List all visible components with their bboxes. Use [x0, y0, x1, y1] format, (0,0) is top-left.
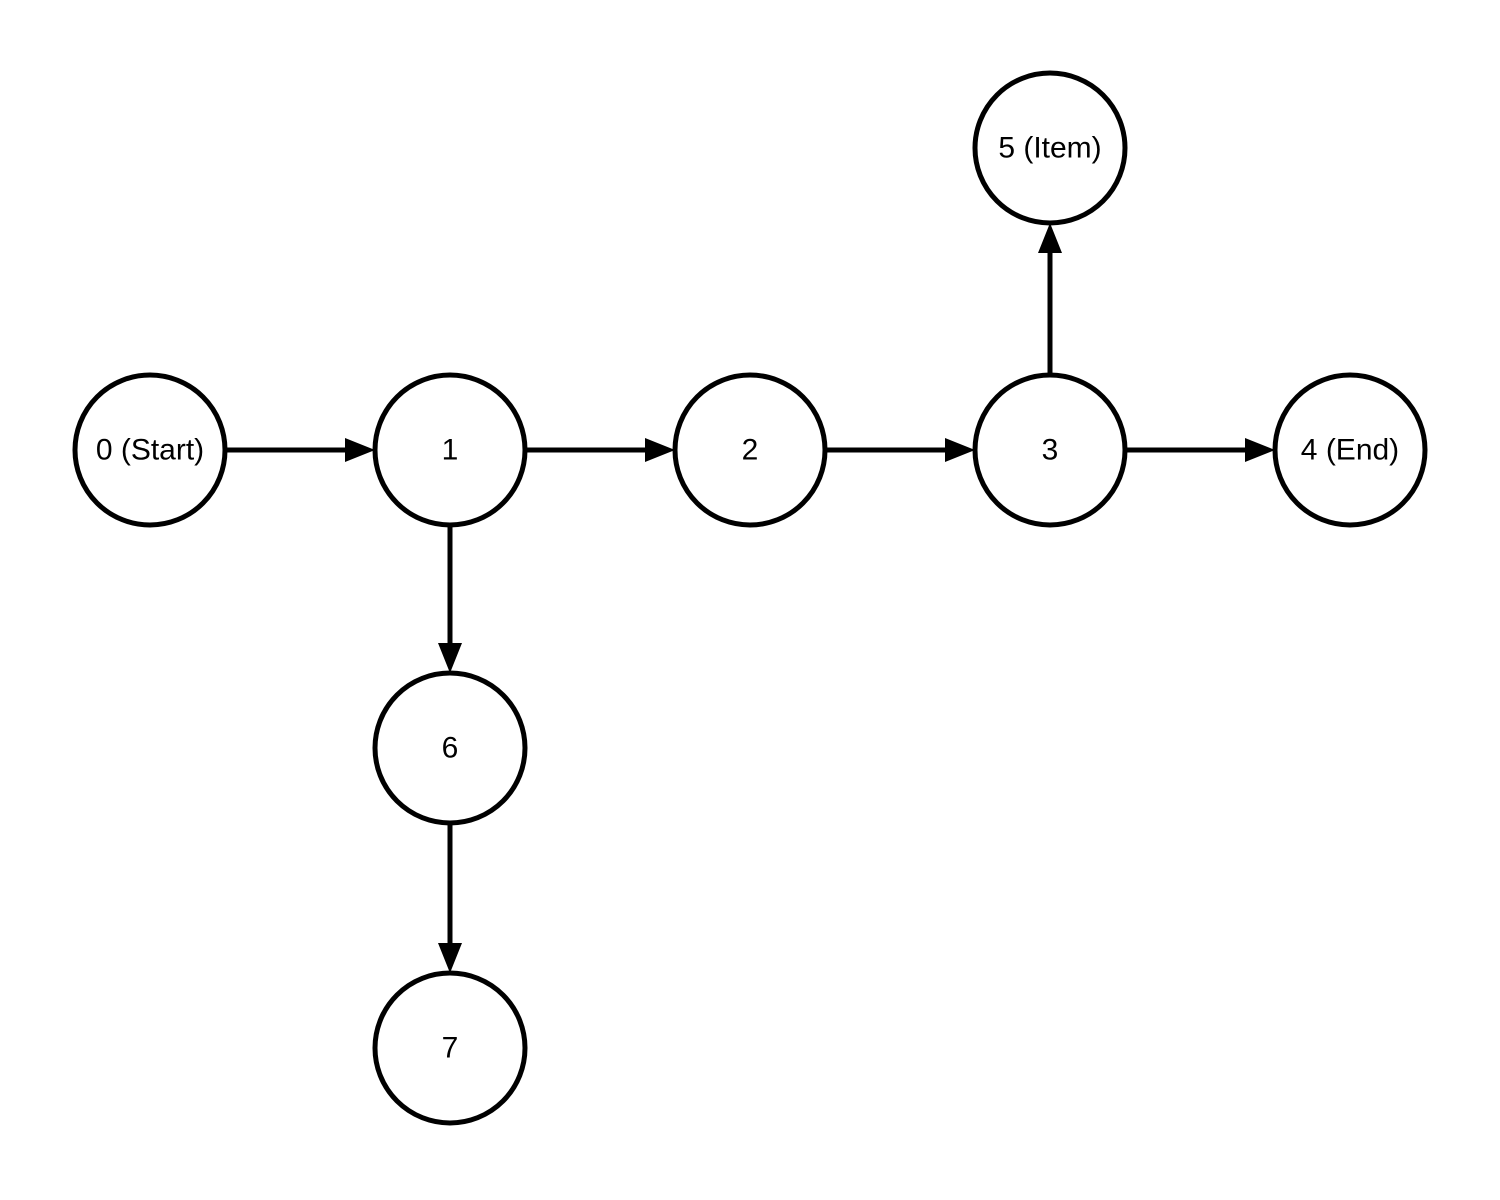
node-circle-7	[372, 970, 528, 1126]
graph-node-1: 1	[372, 372, 528, 528]
node-circle-2	[672, 372, 828, 528]
node-label-5: 5 (Item)	[998, 132, 1101, 165]
arrowhead-3-to-4	[1245, 438, 1275, 462]
node-circle-5	[972, 70, 1128, 226]
arrowhead-3-to-5	[1038, 223, 1062, 253]
arrowhead-1-to-2	[645, 438, 675, 462]
node-label-3: 3	[1042, 434, 1059, 467]
graph-node-4: 4 (End)	[1272, 372, 1428, 528]
node-label-4: 4 (End)	[1301, 434, 1399, 467]
node-circle-4	[1272, 372, 1428, 528]
node-circle-3	[972, 372, 1128, 528]
graph-node-0: 0 (Start)	[72, 372, 228, 528]
node-label-7: 7	[442, 1032, 459, 1065]
arrowhead-0-to-1	[345, 438, 375, 462]
node-label-0: 0 (Start)	[96, 434, 204, 467]
graph-node-3: 3	[972, 372, 1128, 528]
node-circle-6	[372, 670, 528, 826]
node-label-6: 6	[442, 732, 459, 765]
arrowhead-1-to-6	[438, 643, 462, 673]
graph-node-2: 2	[672, 372, 828, 528]
graph-node-5: 5 (Item)	[972, 70, 1128, 226]
node-circle-0	[72, 372, 228, 528]
graph-node-6: 6	[372, 670, 528, 826]
node-label-2: 2	[742, 434, 759, 467]
graph-node-7: 7	[372, 970, 528, 1126]
node-label-1: 1	[442, 434, 459, 467]
arrowhead-6-to-7	[438, 943, 462, 973]
arrowhead-2-to-3	[945, 438, 975, 462]
node-circle-1	[372, 372, 528, 528]
